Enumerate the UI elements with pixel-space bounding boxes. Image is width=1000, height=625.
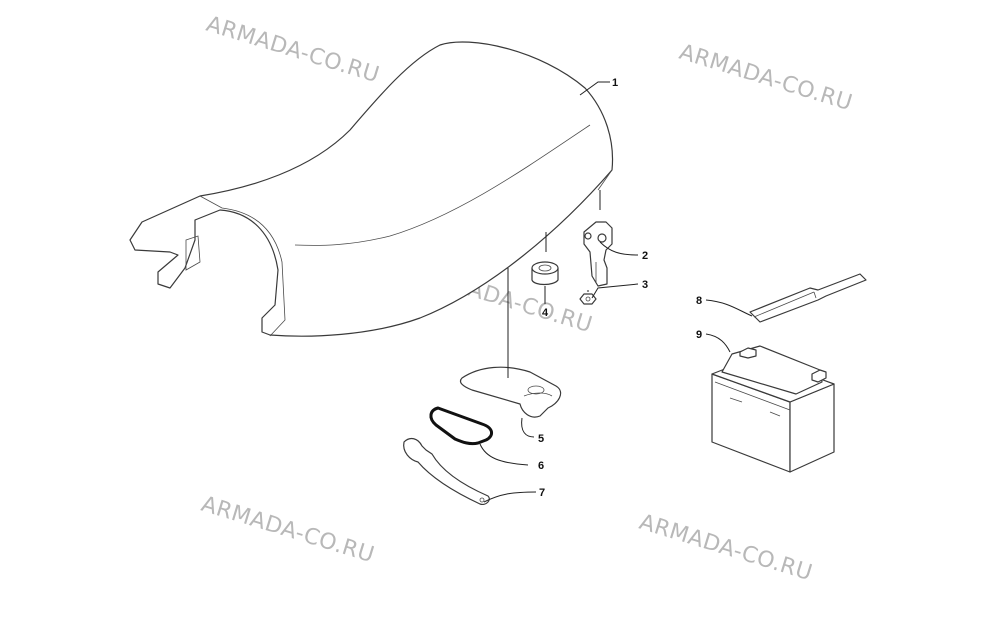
callout-5: 5 xyxy=(538,433,544,445)
callout-labels: 1 2 3 4 5 6 7 8 9 xyxy=(538,77,702,499)
callout-6: 6 xyxy=(538,460,544,472)
watermark: ARMADA-CO.RU xyxy=(676,40,855,116)
watermark: ARMADA-CO.RU xyxy=(203,12,382,88)
document-bag xyxy=(459,366,562,418)
callout-8: 8 xyxy=(696,295,702,307)
battery xyxy=(711,345,835,473)
rubber-bumper xyxy=(531,261,559,286)
watermark: ARMADA-CO.RU xyxy=(198,492,377,568)
watermark: ARMADA-CO.RU xyxy=(636,510,815,586)
spanner-wrench xyxy=(403,437,490,505)
nut xyxy=(579,293,597,305)
callout-9: 9 xyxy=(696,329,702,341)
battery-strap xyxy=(749,273,867,323)
o-ring xyxy=(429,406,493,446)
leader-lines xyxy=(479,81,753,503)
seat xyxy=(129,41,614,337)
callout-2: 2 xyxy=(642,250,648,262)
callout-1: 1 xyxy=(612,77,618,89)
callout-3: 3 xyxy=(642,279,648,291)
callout-4: 4 xyxy=(542,307,549,319)
callout-7: 7 xyxy=(539,487,545,499)
seat-latch xyxy=(583,221,613,287)
